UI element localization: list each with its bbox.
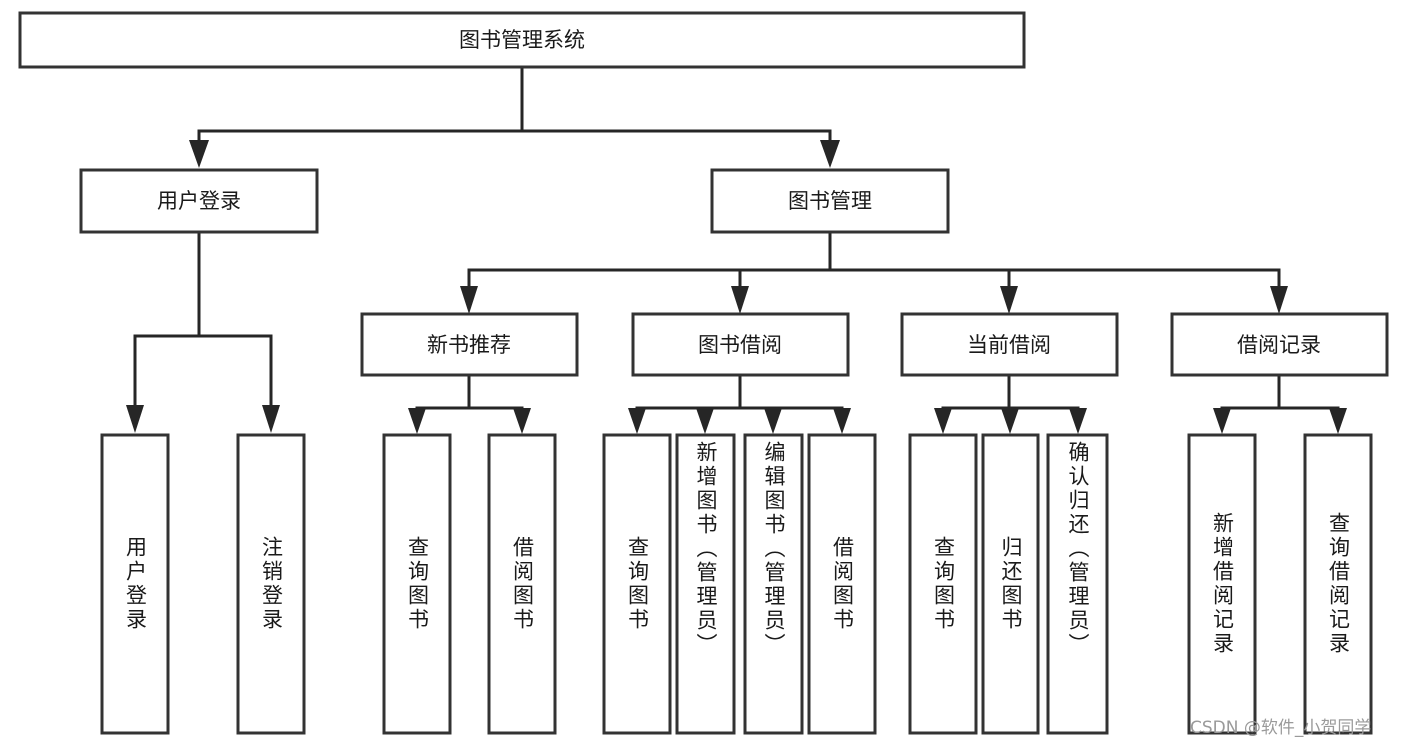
node-borrow-record[interactable] — [1170, 312, 1389, 377]
node-book-management[interactable] — [710, 168, 950, 234]
node-leaf-logout[interactable] — [236, 433, 306, 735]
arrow-to-leaf-add-record — [1213, 408, 1231, 434]
node-root-label: 图书管理系统 — [459, 28, 585, 52]
arrow-root-to-book-mgmt — [820, 140, 840, 168]
connector-group-root — [189, 65, 840, 168]
arrow-to-leaf-edit-book — [764, 408, 782, 434]
arrow-to-leaf-query-record — [1329, 408, 1347, 434]
arrow-root-to-user-login — [189, 140, 209, 168]
node-leaf-query-book-3[interactable] — [908, 433, 978, 735]
node-borrow-record-label: 借阅记录 — [1237, 333, 1321, 357]
node-current-borrow[interactable] — [900, 312, 1119, 377]
node-leaf-add-book[interactable] — [675, 433, 736, 735]
arrow-to-book-borrow — [731, 286, 749, 314]
arrow-to-leaf-query-book-3 — [934, 408, 952, 434]
node-book-borrow-label: 图书借阅 — [698, 333, 782, 357]
node-leaf-query-record[interactable] — [1303, 433, 1373, 735]
arrow-to-leaf-query-book-1 — [408, 408, 426, 434]
node-book-management-label: 图书管理 — [788, 189, 872, 213]
node-leaf-add-record[interactable] — [1187, 433, 1257, 735]
connector-group-book-borrow — [628, 373, 851, 434]
arrow-to-leaf-return-book — [1001, 408, 1019, 434]
node-leaf-query-book-2[interactable] — [602, 433, 672, 735]
arrow-to-borrow-record — [1270, 286, 1288, 314]
node-leaf-confirm-return[interactable] — [1046, 433, 1109, 735]
connector-group-borrow-record — [1213, 373, 1347, 434]
arrow-to-leaf-confirm-return — [1069, 408, 1087, 434]
arrow-to-new-book-recommend — [460, 286, 478, 314]
arrow-to-leaf-add-book — [696, 408, 714, 434]
node-leaf-query-book-1[interactable] — [382, 433, 452, 735]
node-leaf-borrow-book-1[interactable] — [487, 433, 557, 735]
connector-group-user-login — [126, 230, 280, 433]
arrow-to-leaf-user-login — [126, 405, 144, 433]
node-current-borrow-label: 当前借阅 — [967, 333, 1051, 357]
arrow-to-current-borrow — [1000, 286, 1018, 314]
node-leaf-borrow-book-2[interactable] — [807, 433, 877, 735]
arrow-to-leaf-logout — [262, 405, 280, 433]
node-new-book-recommend-label: 新书推荐 — [427, 333, 511, 357]
arrow-to-leaf-query-book-2 — [628, 408, 646, 434]
connector-group-book-mgmt — [460, 230, 1288, 314]
csdn-watermark: CSDN @软件_小贺同学 — [1190, 718, 1372, 738]
connector-group-current-borrow — [934, 373, 1087, 434]
connector-group-new-book-recommend — [408, 373, 531, 434]
node-leaf-return-book[interactable] — [981, 433, 1040, 735]
node-book-borrow[interactable] — [631, 312, 850, 377]
node-leaf-user-login[interactable] — [100, 433, 170, 735]
node-leaf-edit-book[interactable] — [743, 433, 804, 735]
node-user-login[interactable] — [79, 168, 319, 234]
arrow-to-leaf-borrow-book-2 — [833, 408, 851, 434]
node-root[interactable] — [18, 11, 1026, 69]
node-user-login-label: 用户登录 — [157, 189, 241, 213]
node-new-book-recommend[interactable] — [360, 312, 579, 377]
arrow-to-leaf-borrow-book-1 — [513, 408, 531, 434]
